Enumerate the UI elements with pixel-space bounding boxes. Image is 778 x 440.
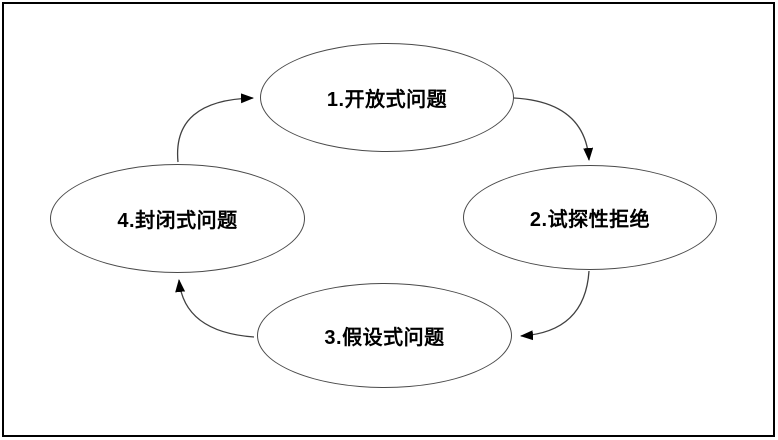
arrow-3-to-4: [175, 279, 255, 338]
node-label: 4.封闭式问题: [117, 210, 238, 232]
node-label: 2.试探性拒绝: [529, 209, 651, 231]
node-tentative-rejection: 2.试探性拒绝: [463, 165, 717, 270]
arrow-2-to-3: [520, 270, 590, 341]
arrow-1-to-2: [513, 97, 594, 161]
node-closed-question: 4.封闭式问题: [50, 164, 305, 273]
node-label: 3.假设式问题: [324, 327, 445, 349]
node-open-question: 1.开放式问题: [260, 43, 514, 152]
arrow-4-to-1: [176, 93, 254, 163]
node-label: 1.开放式问题: [326, 89, 448, 111]
node-hypothetical-question: 3.假设式问题: [257, 283, 512, 388]
